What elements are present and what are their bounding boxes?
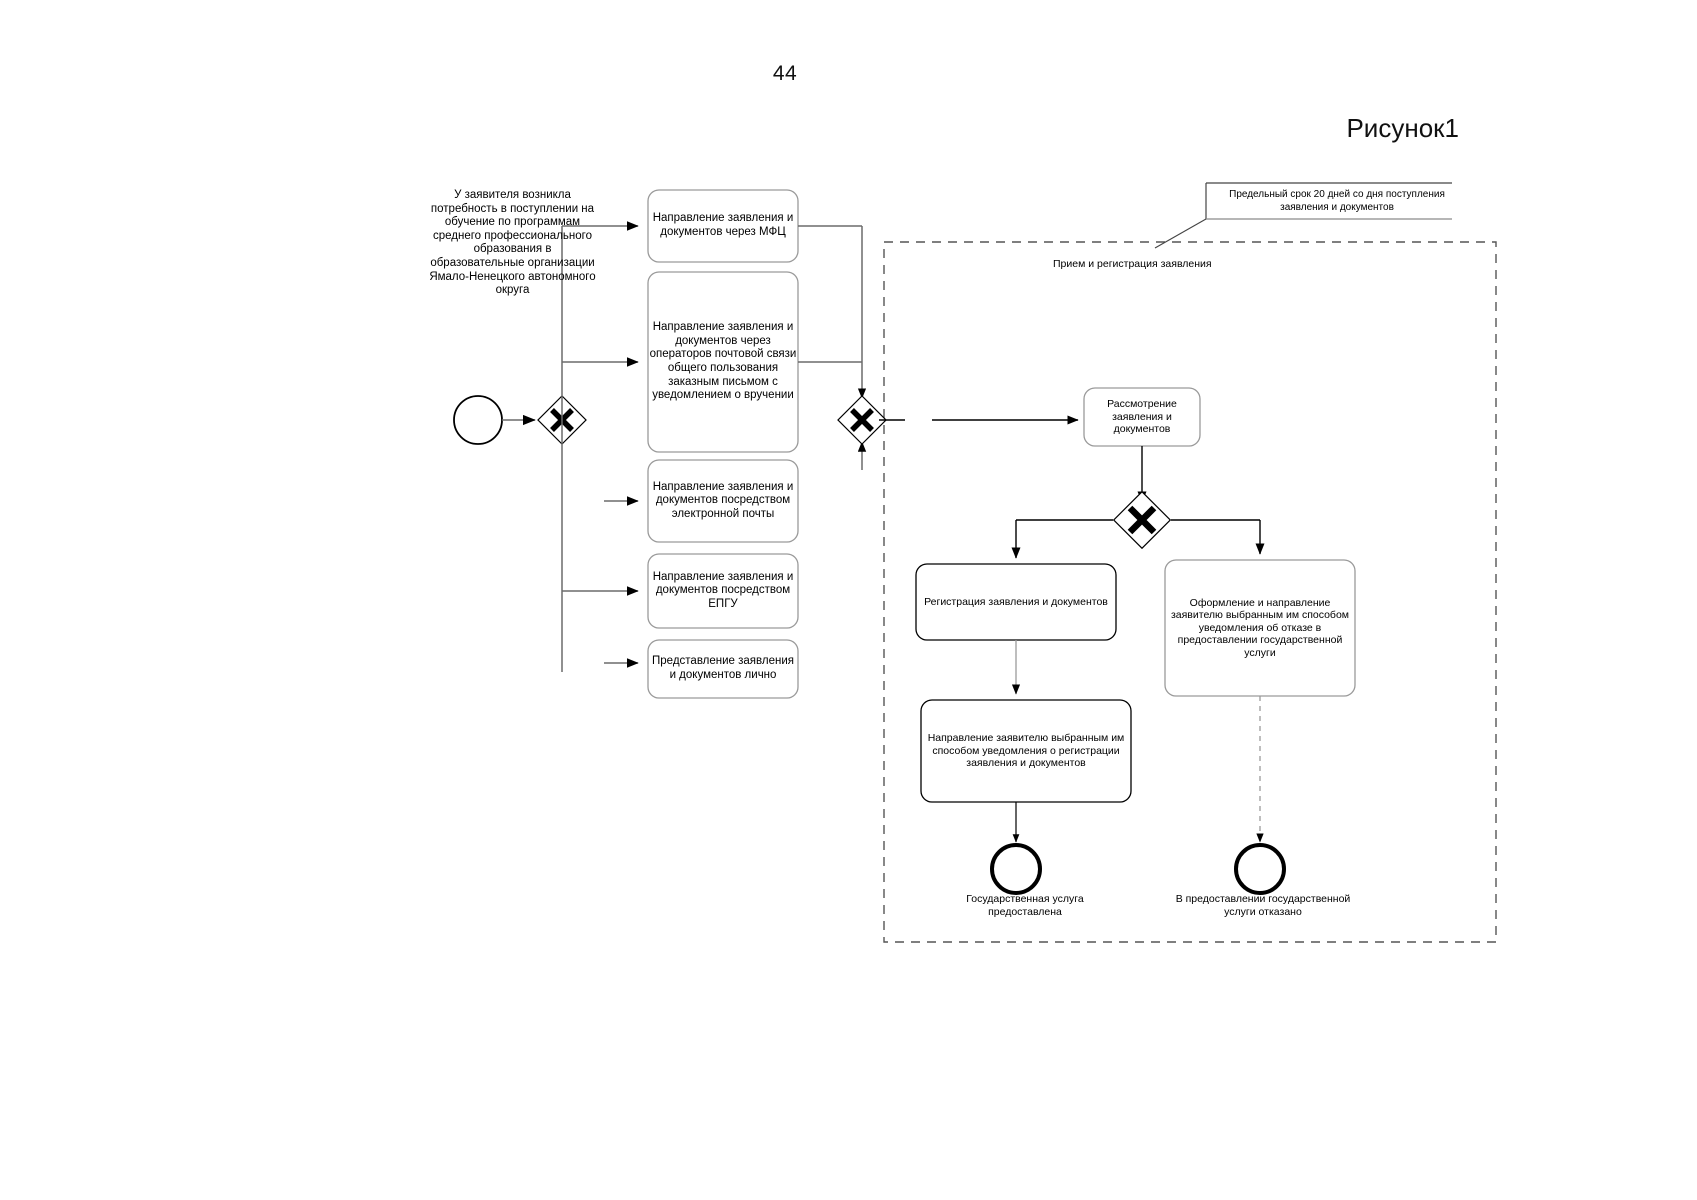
end-service-refused-circle	[1234, 843, 1286, 895]
task-review-label[interactable]: Рассмотрение заявления и документов	[1107, 398, 1177, 436]
task-post-label[interactable]: Направление заявления и документов через…	[649, 321, 797, 402]
task-email-label[interactable]: Направление заявления и документов посре…	[652, 480, 794, 520]
note-annotation	[1154, 182, 1452, 249]
task-registration-notice-box	[920, 699, 1132, 803]
task-epgu-label[interactable]: Направление заявления и документов посре…	[652, 570, 794, 610]
gateway-decision-registration	[1112, 490, 1172, 550]
lane-title: Прием и регистрация заявления	[1053, 258, 1212, 270]
gateway-merge-channel	[837, 395, 887, 445]
figure-title: Рисунок1	[1346, 113, 1459, 143]
start-event-circle	[453, 395, 503, 445]
start-event-label: У заявителя возникла потребность в посту…	[429, 189, 596, 297]
task-mfc-label[interactable]: Направление заявления и документов через…	[652, 212, 794, 238]
page-number: 44	[772, 62, 798, 85]
task-refusal-notice-label[interactable]: Оформление и направление заявителю выбра…	[1170, 596, 1350, 659]
note-annotation-text: Предельный срок 20 дней со дня поступлен…	[1229, 189, 1445, 213]
end-service-refused-label: В предоставлении государственной услуги …	[1175, 893, 1351, 918]
end-service-provided-circle	[990, 843, 1042, 895]
task-epgu-box	[647, 553, 799, 629]
task-email-box	[647, 459, 799, 543]
lane-container	[883, 241, 1497, 943]
task-register-label[interactable]: Регистрация заявления и документов	[924, 595, 1108, 608]
task-in-person-box	[647, 639, 799, 699]
end-service-provided-label: Государственная услуга предоставлена	[966, 893, 1084, 918]
task-in-person-label[interactable]: Представление заявления и документов лич…	[652, 655, 794, 681]
task-registration-notice-label[interactable]: Направление заявителю выбранным им спосо…	[927, 732, 1125, 770]
